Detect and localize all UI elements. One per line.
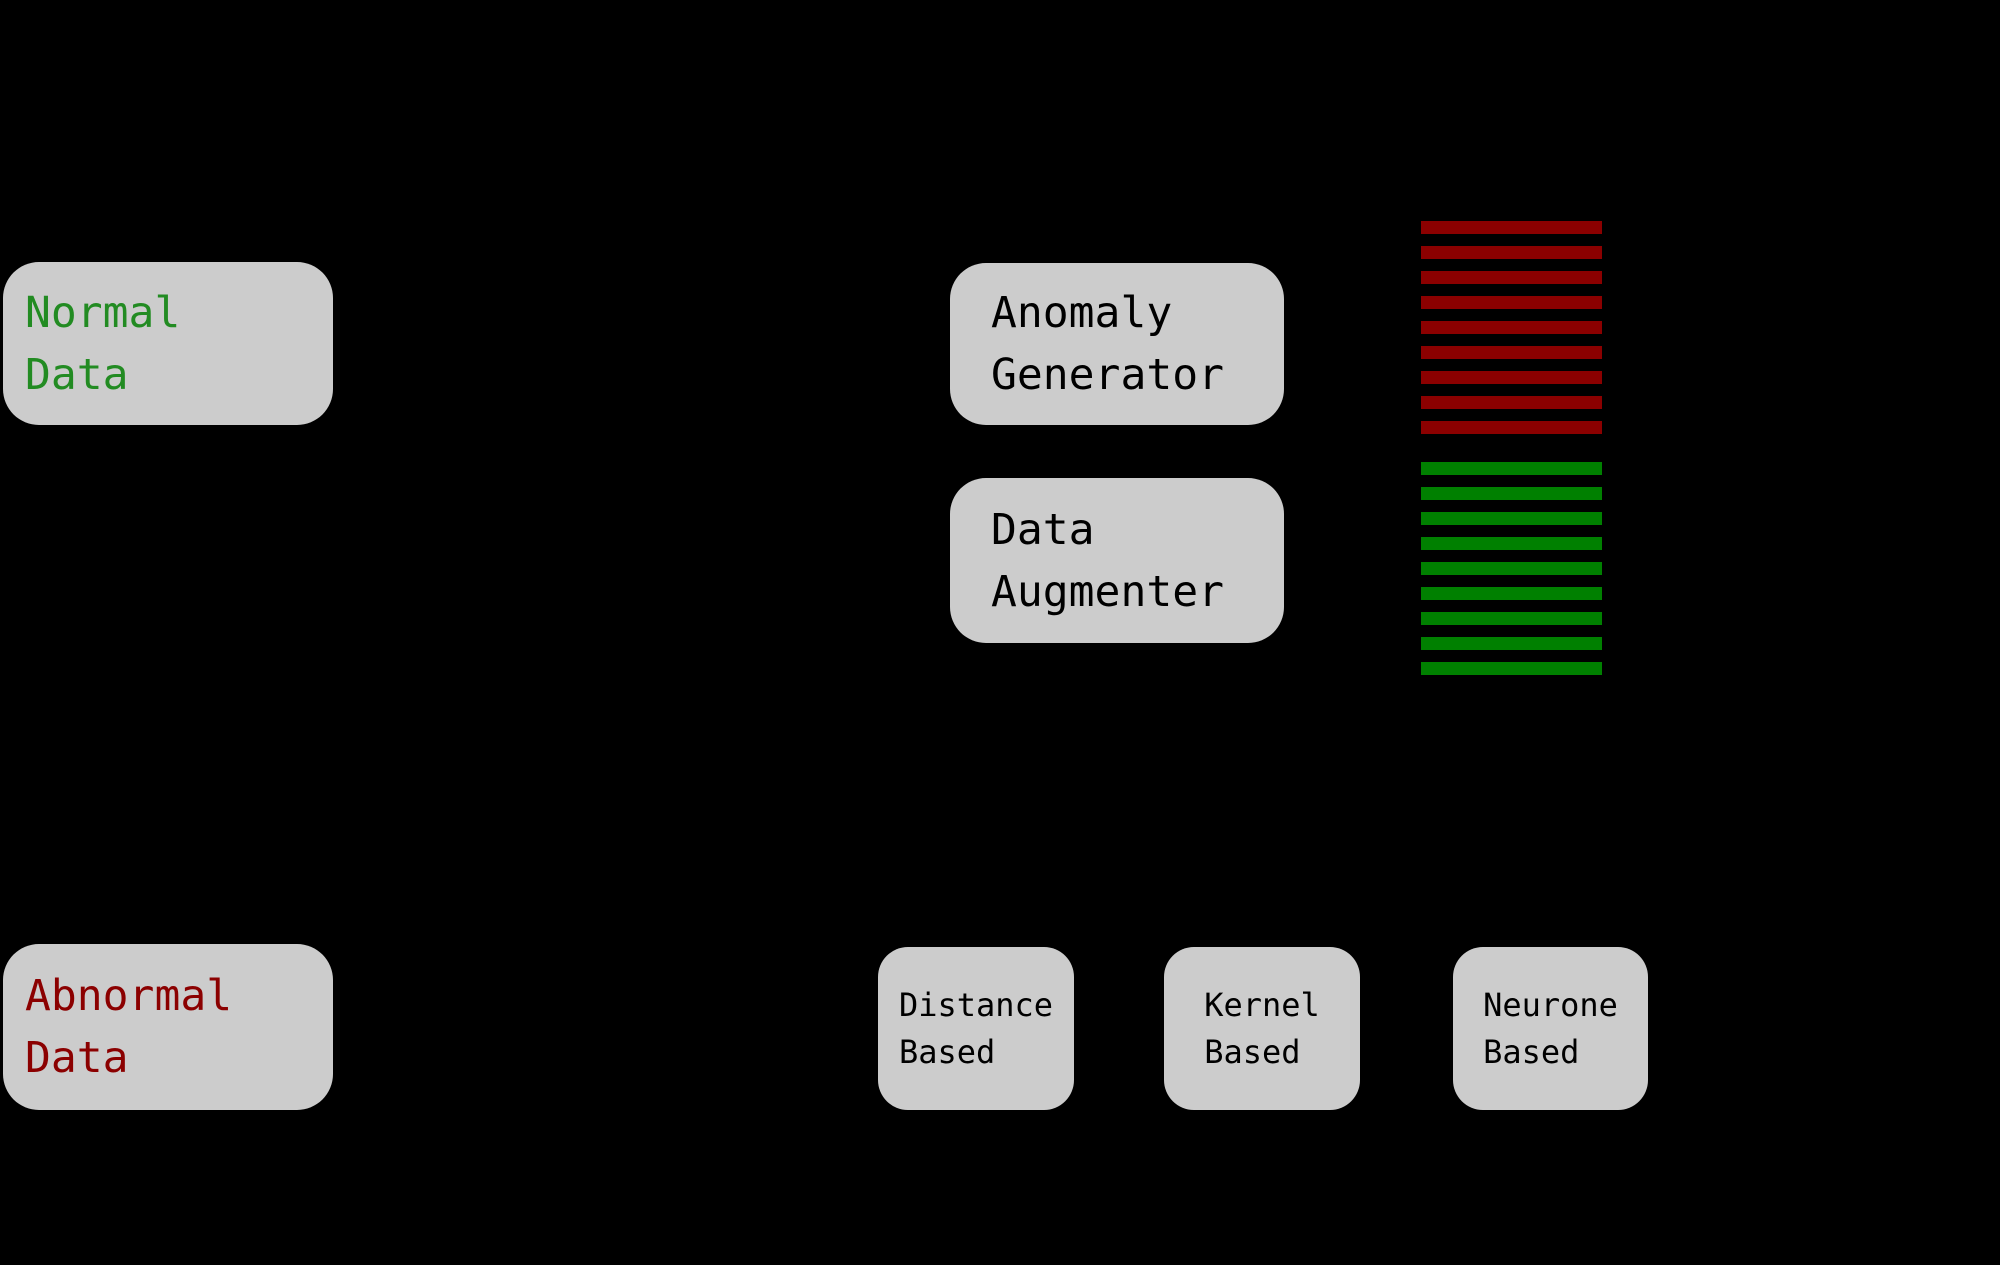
normal-data-samples-bar (1421, 612, 1602, 625)
normal-data-samples-bar (1421, 462, 1602, 475)
distance-based-line2: Based (898, 1032, 996, 1071)
abnormal-data-samples-bar (1421, 346, 1602, 359)
normal-data-samples-bar (1421, 587, 1602, 600)
anomaly-generator-line1: Anomaly (991, 288, 1173, 338)
data-augmenter-label: Data Augmenter (991, 499, 1224, 623)
anomaly-generator-box: Anomaly Generator (950, 263, 1284, 425)
distance-based-box: Distance Based (878, 947, 1074, 1110)
normal-data-samples-bar (1421, 637, 1602, 650)
normal-data-samples-bar (1421, 512, 1602, 525)
abnormal-data-line1: Abnormal (25, 971, 233, 1021)
normal-data-box: Normal Data (3, 262, 333, 425)
neurone-based-box: Neurone Based (1453, 947, 1648, 1110)
abnormal-data-line2: Data (25, 1033, 129, 1083)
kernel-based-box: Kernel Based (1164, 947, 1360, 1110)
abnormal-data-samples-bar (1421, 246, 1602, 259)
distance-based-line1: Distance (898, 985, 1054, 1024)
normal-data-label: Normal Data (25, 282, 180, 406)
abnormal-data-samples-bar (1421, 321, 1602, 334)
kernel-based-line2: Based (1204, 1032, 1301, 1071)
normal-data-samples-bar (1421, 487, 1602, 500)
abnormal-data-samples-bar (1421, 221, 1602, 234)
abnormal-data-bar-stack (1421, 221, 1602, 434)
normal-data-bar-stack (1421, 462, 1602, 675)
abnormal-data-label: Abnormal Data (25, 965, 232, 1089)
data-augmenter-line2: Augmenter (991, 566, 1224, 617)
data-augmenter-line1: Data (991, 504, 1095, 555)
normal-data-line2: Data (25, 349, 129, 400)
normal-data-samples-bar (1421, 662, 1602, 675)
kernel-based-line1: Kernel (1204, 985, 1320, 1024)
abnormal-data-samples-bar (1421, 296, 1602, 309)
distance-based-label: Distance Based (899, 982, 1053, 1076)
abnormal-data-box: Abnormal Data (3, 944, 333, 1110)
data-augmenter-box: Data Augmenter (950, 478, 1284, 643)
neurone-based-label: Neurone Based (1483, 982, 1618, 1076)
neurone-based-line2: Based (1483, 1032, 1580, 1071)
kernel-based-label: Kernel Based (1204, 982, 1320, 1076)
normal-data-line1: Normal (25, 287, 181, 338)
neurone-based-line1: Neurone (1483, 985, 1618, 1024)
normal-data-samples-bar (1421, 562, 1602, 575)
abnormal-data-samples-bar (1421, 396, 1602, 409)
abnormal-data-samples-bar (1421, 421, 1602, 434)
anomaly-generator-label: Anomaly Generator (991, 282, 1224, 406)
abnormal-data-samples-bar (1421, 271, 1602, 284)
abnormal-data-samples-bar (1421, 371, 1602, 384)
anomaly-generator-line2: Generator (991, 350, 1224, 400)
normal-data-samples-bar (1421, 537, 1602, 550)
